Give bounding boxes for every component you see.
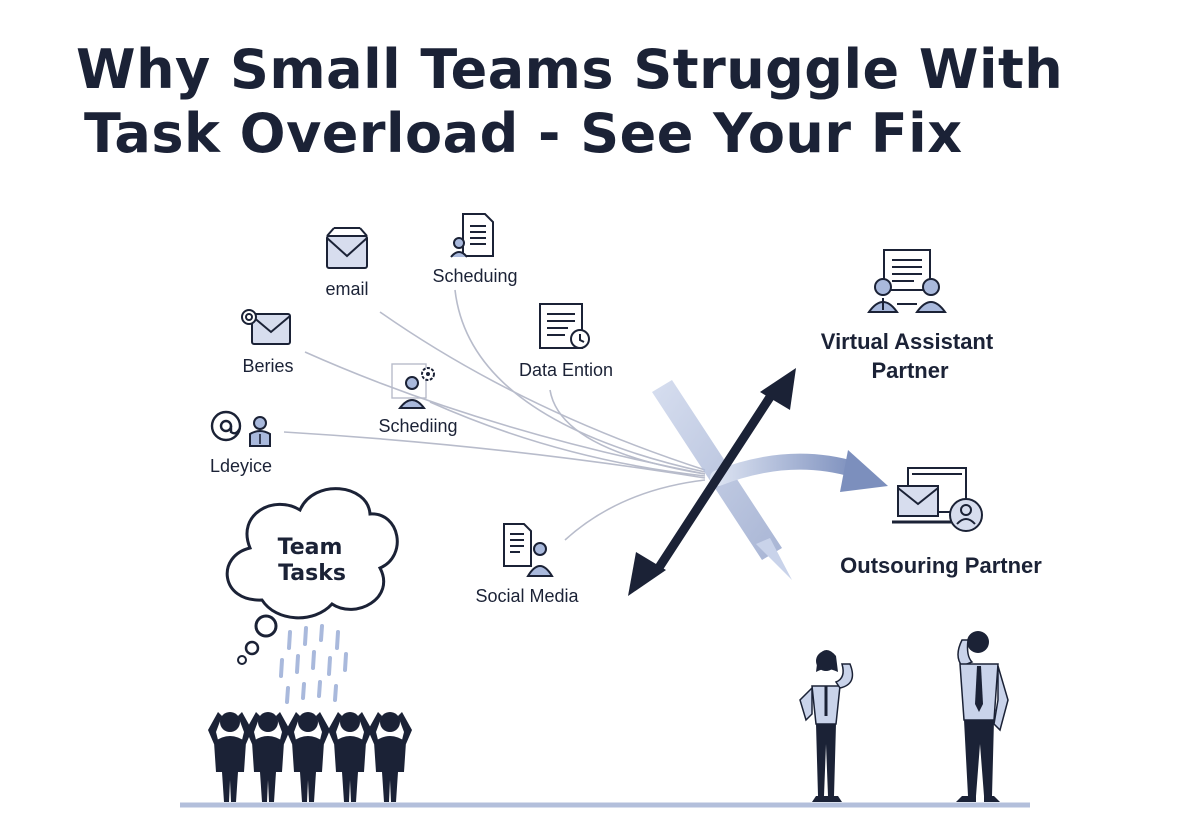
woman-figure (799, 650, 854, 802)
task-line (379, 311, 706, 471)
task-lines (283, 289, 706, 541)
stressed-person (286, 712, 330, 802)
task-beries: Beries (241, 309, 294, 376)
cloud-label-line-1: Team (278, 535, 343, 560)
task-line (429, 401, 706, 477)
task-label: Scheduing (432, 266, 517, 286)
virtual-assistant-partner: Virtual Assistant Partner (821, 249, 994, 383)
task-label: Social Media (475, 586, 579, 606)
at-envelope-icon (241, 309, 291, 345)
envelope-icon (326, 227, 368, 269)
thought-cloud-shape (225, 487, 399, 620)
partner-label-line-1: Virtual Assistant (821, 329, 994, 354)
document-icon (450, 213, 494, 258)
man-figure (956, 631, 1009, 802)
task-label: Ldeyice (210, 456, 272, 476)
stressed-person (368, 712, 412, 802)
task-label: Beries (242, 356, 293, 376)
data-sheet-icon (539, 303, 590, 349)
task-rain (279, 624, 348, 704)
task-data-entry: Data Ention (519, 303, 613, 380)
person-gear-icon (391, 363, 435, 409)
task-scheduling-mid: Schediing (378, 363, 458, 436)
stressed-person (246, 712, 290, 802)
title-line-1: Why Small Teams Struggle With (76, 38, 1064, 101)
thought-bubble (244, 640, 260, 656)
at-person-icon (210, 410, 271, 447)
cloud-label-line-2: Tasks (278, 561, 346, 586)
task-line (564, 479, 706, 541)
thought-bubble (237, 655, 247, 665)
task-line (283, 431, 706, 479)
task-label: Data Ention (519, 360, 613, 380)
title-line-2: Task Overload - See Your Fix (84, 102, 963, 165)
outsourcing-partner: Outsouring Partner (840, 467, 1042, 578)
laptop-mail-icon (892, 467, 983, 532)
stressed-team (208, 712, 412, 802)
stressed-person (328, 712, 372, 802)
task-line (454, 289, 706, 473)
thought-bubble (254, 614, 278, 638)
meeting-board-icon (867, 249, 947, 313)
task-line (549, 389, 706, 475)
task-label: Schediing (378, 416, 457, 436)
team-tasks-cloud: Team Tasks (225, 487, 399, 665)
social-doc-icon (503, 523, 554, 577)
double-headed-arrow (628, 368, 796, 596)
partner-label: Outsouring Partner (840, 553, 1042, 578)
task-scheduling-top: Scheduing (432, 213, 518, 286)
partner-label-line-2: Partner (871, 358, 948, 383)
task-ldeyice: Ldeyice (210, 410, 272, 476)
curved-arrow-to-outsourcing (710, 450, 888, 492)
page-title: Why Small Teams Struggle With Task Overl… (76, 38, 1063, 166)
task-label: email (325, 279, 368, 299)
task-social-media: Social Media (475, 523, 580, 606)
stressed-person (208, 712, 252, 802)
task-email: email (325, 227, 369, 299)
